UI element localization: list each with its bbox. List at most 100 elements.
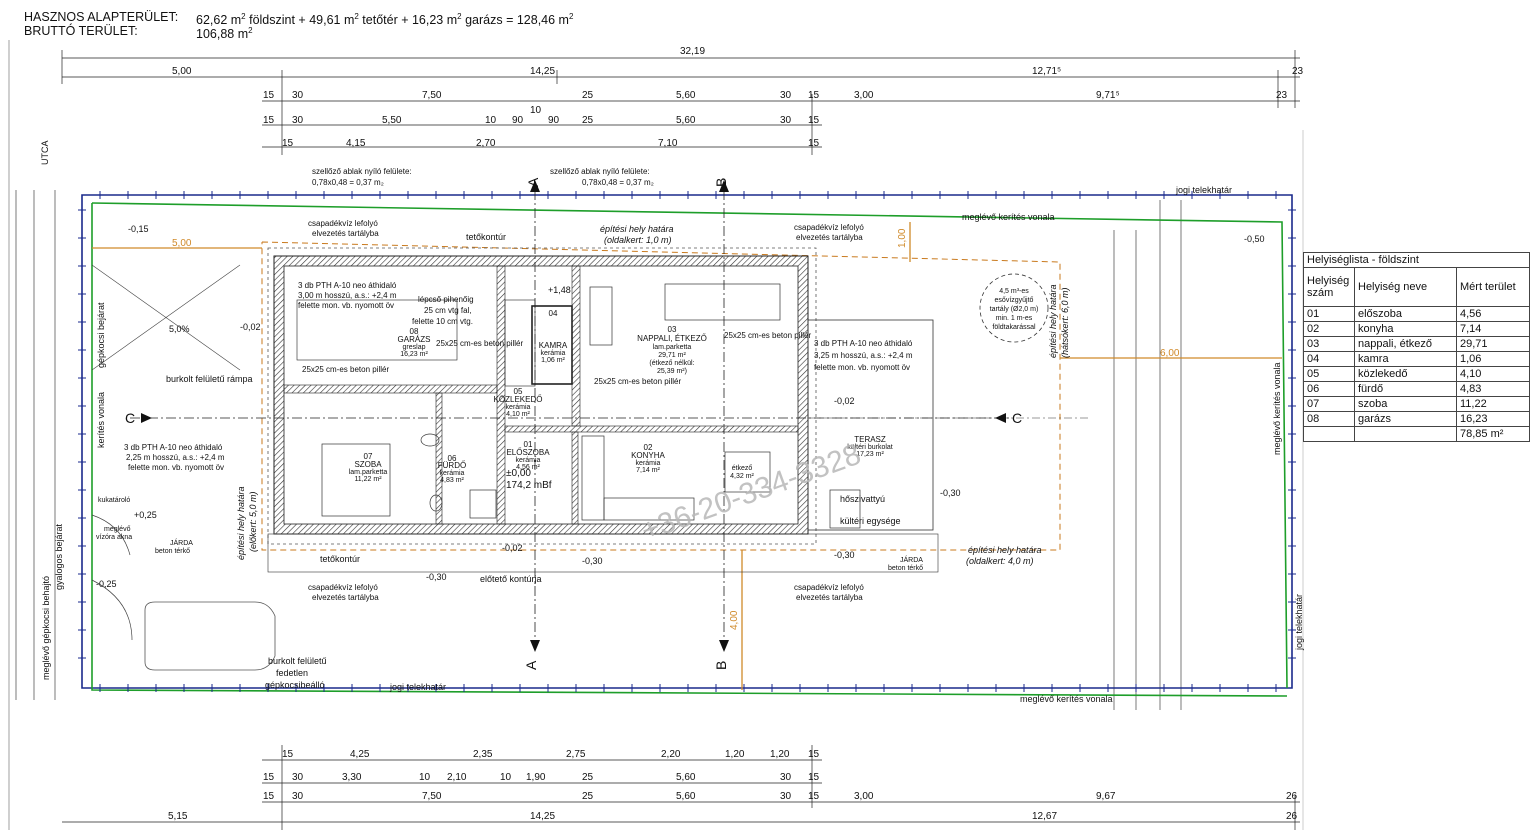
- dim-bot-r3-6: 15: [808, 791, 820, 802]
- dim-top-r3-2: 5,50: [382, 115, 402, 126]
- svg-text:16,23 m²: 16,23 m²: [400, 351, 428, 358]
- street-label: UTCA: [40, 141, 50, 166]
- gutter-2b: elvezetés tartályba: [796, 233, 863, 242]
- room-dining: étkező 4,32 m²: [730, 465, 754, 480]
- room-table-col-no: Helyiség szám: [1303, 267, 1355, 307]
- dim-bot-r3-1: 30: [292, 791, 304, 802]
- entry-level-1: ±0,00: [506, 468, 531, 479]
- sidewalk-left-1: JÁRDA: [170, 538, 193, 547]
- room-area-cell: 1,06: [1456, 351, 1530, 367]
- pillar-3: 25x25 cm-es beton pillér: [724, 331, 811, 340]
- svg-text:kerámia: kerámia: [516, 457, 541, 464]
- dim-bot-r1-2: 2,35: [473, 749, 493, 760]
- dim-bot-r3-8: 9,67: [1096, 791, 1116, 802]
- dim-bot-r2-7: 25: [582, 772, 594, 783]
- sidewalk-left-2: beton térkő: [155, 548, 190, 555]
- room-area-cell: 16,23: [1456, 411, 1530, 427]
- heat-pump-2: kültéri egysége: [840, 516, 901, 526]
- gutter-3a: csapadékvíz lefolyó: [308, 583, 378, 592]
- dim-bot-r3-0: 15: [263, 791, 275, 802]
- lintel-2b: 3,25 m hosszú, a.s.: +2,4 m: [814, 351, 913, 360]
- stairs-2: 25 cm vtg fal,: [424, 306, 472, 315]
- room-no-cell: 01: [1303, 306, 1355, 322]
- svg-text:-0,25: -0,25: [96, 579, 117, 589]
- lintel-2a: 3 db PTH A-10 neo áthidaló: [814, 339, 913, 348]
- room-05: 05 KÖZLEKEDŐ kerámia 4,10 m²: [494, 387, 543, 418]
- svg-text:KONYHA: KONYHA: [631, 451, 665, 460]
- bottom-dimension-values: 15 4,25 2,35 2,75 2,20 1,20 1,20 15 15 3…: [168, 749, 1298, 822]
- dim-bot-r3-4: 5,60: [676, 791, 696, 802]
- setback-values: 5,00 6,00 4,00 1,00: [172, 228, 1180, 630]
- building: [267, 255, 1090, 573]
- dim-bot-r1-3: 2,75: [566, 749, 586, 760]
- vertical-dimension-chains: [15, 190, 1182, 710]
- dim-top-r1-b: 14,25: [530, 66, 555, 77]
- svg-text:03: 03: [668, 325, 677, 334]
- dim-top-r1-d: 23: [1292, 66, 1304, 77]
- stairs-1: lépcső pihenőig: [418, 295, 474, 304]
- gutter-3b: elvezetés tartályba: [312, 593, 379, 602]
- room-04: 04 KAMRA kerámia 1,06 m²: [539, 309, 568, 364]
- room-no-cell: 05: [1303, 366, 1355, 382]
- existing-fence: [91, 202, 1288, 689]
- svg-text:-0,02: -0,02: [834, 396, 855, 406]
- dim-top-r3-9: 30: [780, 115, 792, 126]
- room-table-total-blank: [1303, 426, 1355, 442]
- dim-top-r2-0: 15: [263, 90, 275, 101]
- svg-text:TERASZ: TERASZ: [854, 435, 886, 444]
- vent-2a: szellőző ablak nyíló felülete:: [550, 167, 650, 176]
- svg-text:5,00: 5,00: [172, 238, 192, 249]
- svg-text:ELŐSZOBA: ELŐSZOBA: [506, 448, 550, 457]
- dim-top-r4-0: 15: [282, 138, 294, 149]
- room-table-col-area: Mért terület: [1456, 267, 1530, 307]
- room-labels: 01 ELŐSZOBA kerámia 4,56 m² 02 KONYHA ke…: [349, 309, 893, 484]
- dim-top-r3-8: 5,60: [676, 115, 696, 126]
- existing-fence-left-bottom: [91, 203, 1288, 697]
- svg-text:-0,02: -0,02: [240, 322, 261, 332]
- dim-bot-r4-1: 14,25: [530, 811, 555, 822]
- dim-top-r4-1: 4,15: [346, 138, 366, 149]
- room-name-cell: garázs: [1354, 411, 1457, 427]
- svg-text:SZOBA: SZOBA: [354, 460, 382, 469]
- gutter-1b: elvezetés tartályba: [312, 229, 379, 238]
- boundary-right-label: jogi telekhatár: [1294, 594, 1304, 651]
- boundary-bottom-label: jogi telekhatár: [389, 682, 446, 692]
- useful-area-values: 62,62 m2 földszint + 49,61 m2 tetőtér + …: [196, 12, 574, 28]
- dim-top-r3-1: 30: [292, 115, 304, 126]
- water-meter-1: meglévő: [104, 526, 131, 533]
- svg-text:esővízgyűjtő: esővízgyűjtő: [995, 297, 1034, 304]
- dim-bot-r2-9: 30: [780, 772, 792, 783]
- svg-text:1,06 m²: 1,06 m²: [541, 357, 565, 364]
- pillar-4: 25x25 cm-es beton pillér: [594, 377, 681, 386]
- roof-top-label: tetőkontúr: [466, 232, 506, 242]
- heat-pump-1: hőszivattyú: [840, 494, 885, 504]
- svg-text:étkező: étkező: [732, 465, 753, 472]
- water-meter-2: vízóra akna: [96, 534, 132, 541]
- svg-text:7,14 m²: 7,14 m²: [636, 467, 660, 474]
- building-limit: [261, 241, 1061, 551]
- svg-text:földtakarással: földtakarással: [992, 324, 1036, 331]
- room-06: 06 FÜRDŐ kerámia 4,83 m²: [438, 454, 466, 484]
- dim-top-r2-8: 9,71⁵: [1096, 90, 1120, 101]
- bin-label: kukatároló: [98, 497, 130, 504]
- svg-text:min. 1 m-es: min. 1 m-es: [996, 315, 1033, 322]
- svg-text:4,83 m²: 4,83 m²: [440, 477, 464, 484]
- room-no-cell: 07: [1303, 396, 1355, 412]
- room-area-cell: 29,71: [1456, 336, 1530, 352]
- boundary-ticks: [78, 191, 1296, 692]
- svg-text:kerámia: kerámia: [440, 470, 465, 477]
- svg-text:4,10 m²: 4,10 m²: [506, 411, 530, 418]
- svg-text:kerámia: kerámia: [541, 350, 566, 357]
- top-dimension-values: 32,19 5,00 14,25 12,71⁵ 23 15 30 7,50 25…: [172, 46, 1304, 149]
- sidewalk-right-1: JÁRDA: [900, 555, 923, 564]
- dim-top-r2-4: 5,60: [676, 90, 696, 101]
- fence-top-label: meglévő kerítés vonala: [962, 212, 1055, 222]
- slope-label: 5,0%: [169, 324, 190, 334]
- room-08: 08 GARÁZS greslap 16,23 m²: [398, 327, 431, 358]
- dim-bot-r3-9: 26: [1286, 791, 1298, 802]
